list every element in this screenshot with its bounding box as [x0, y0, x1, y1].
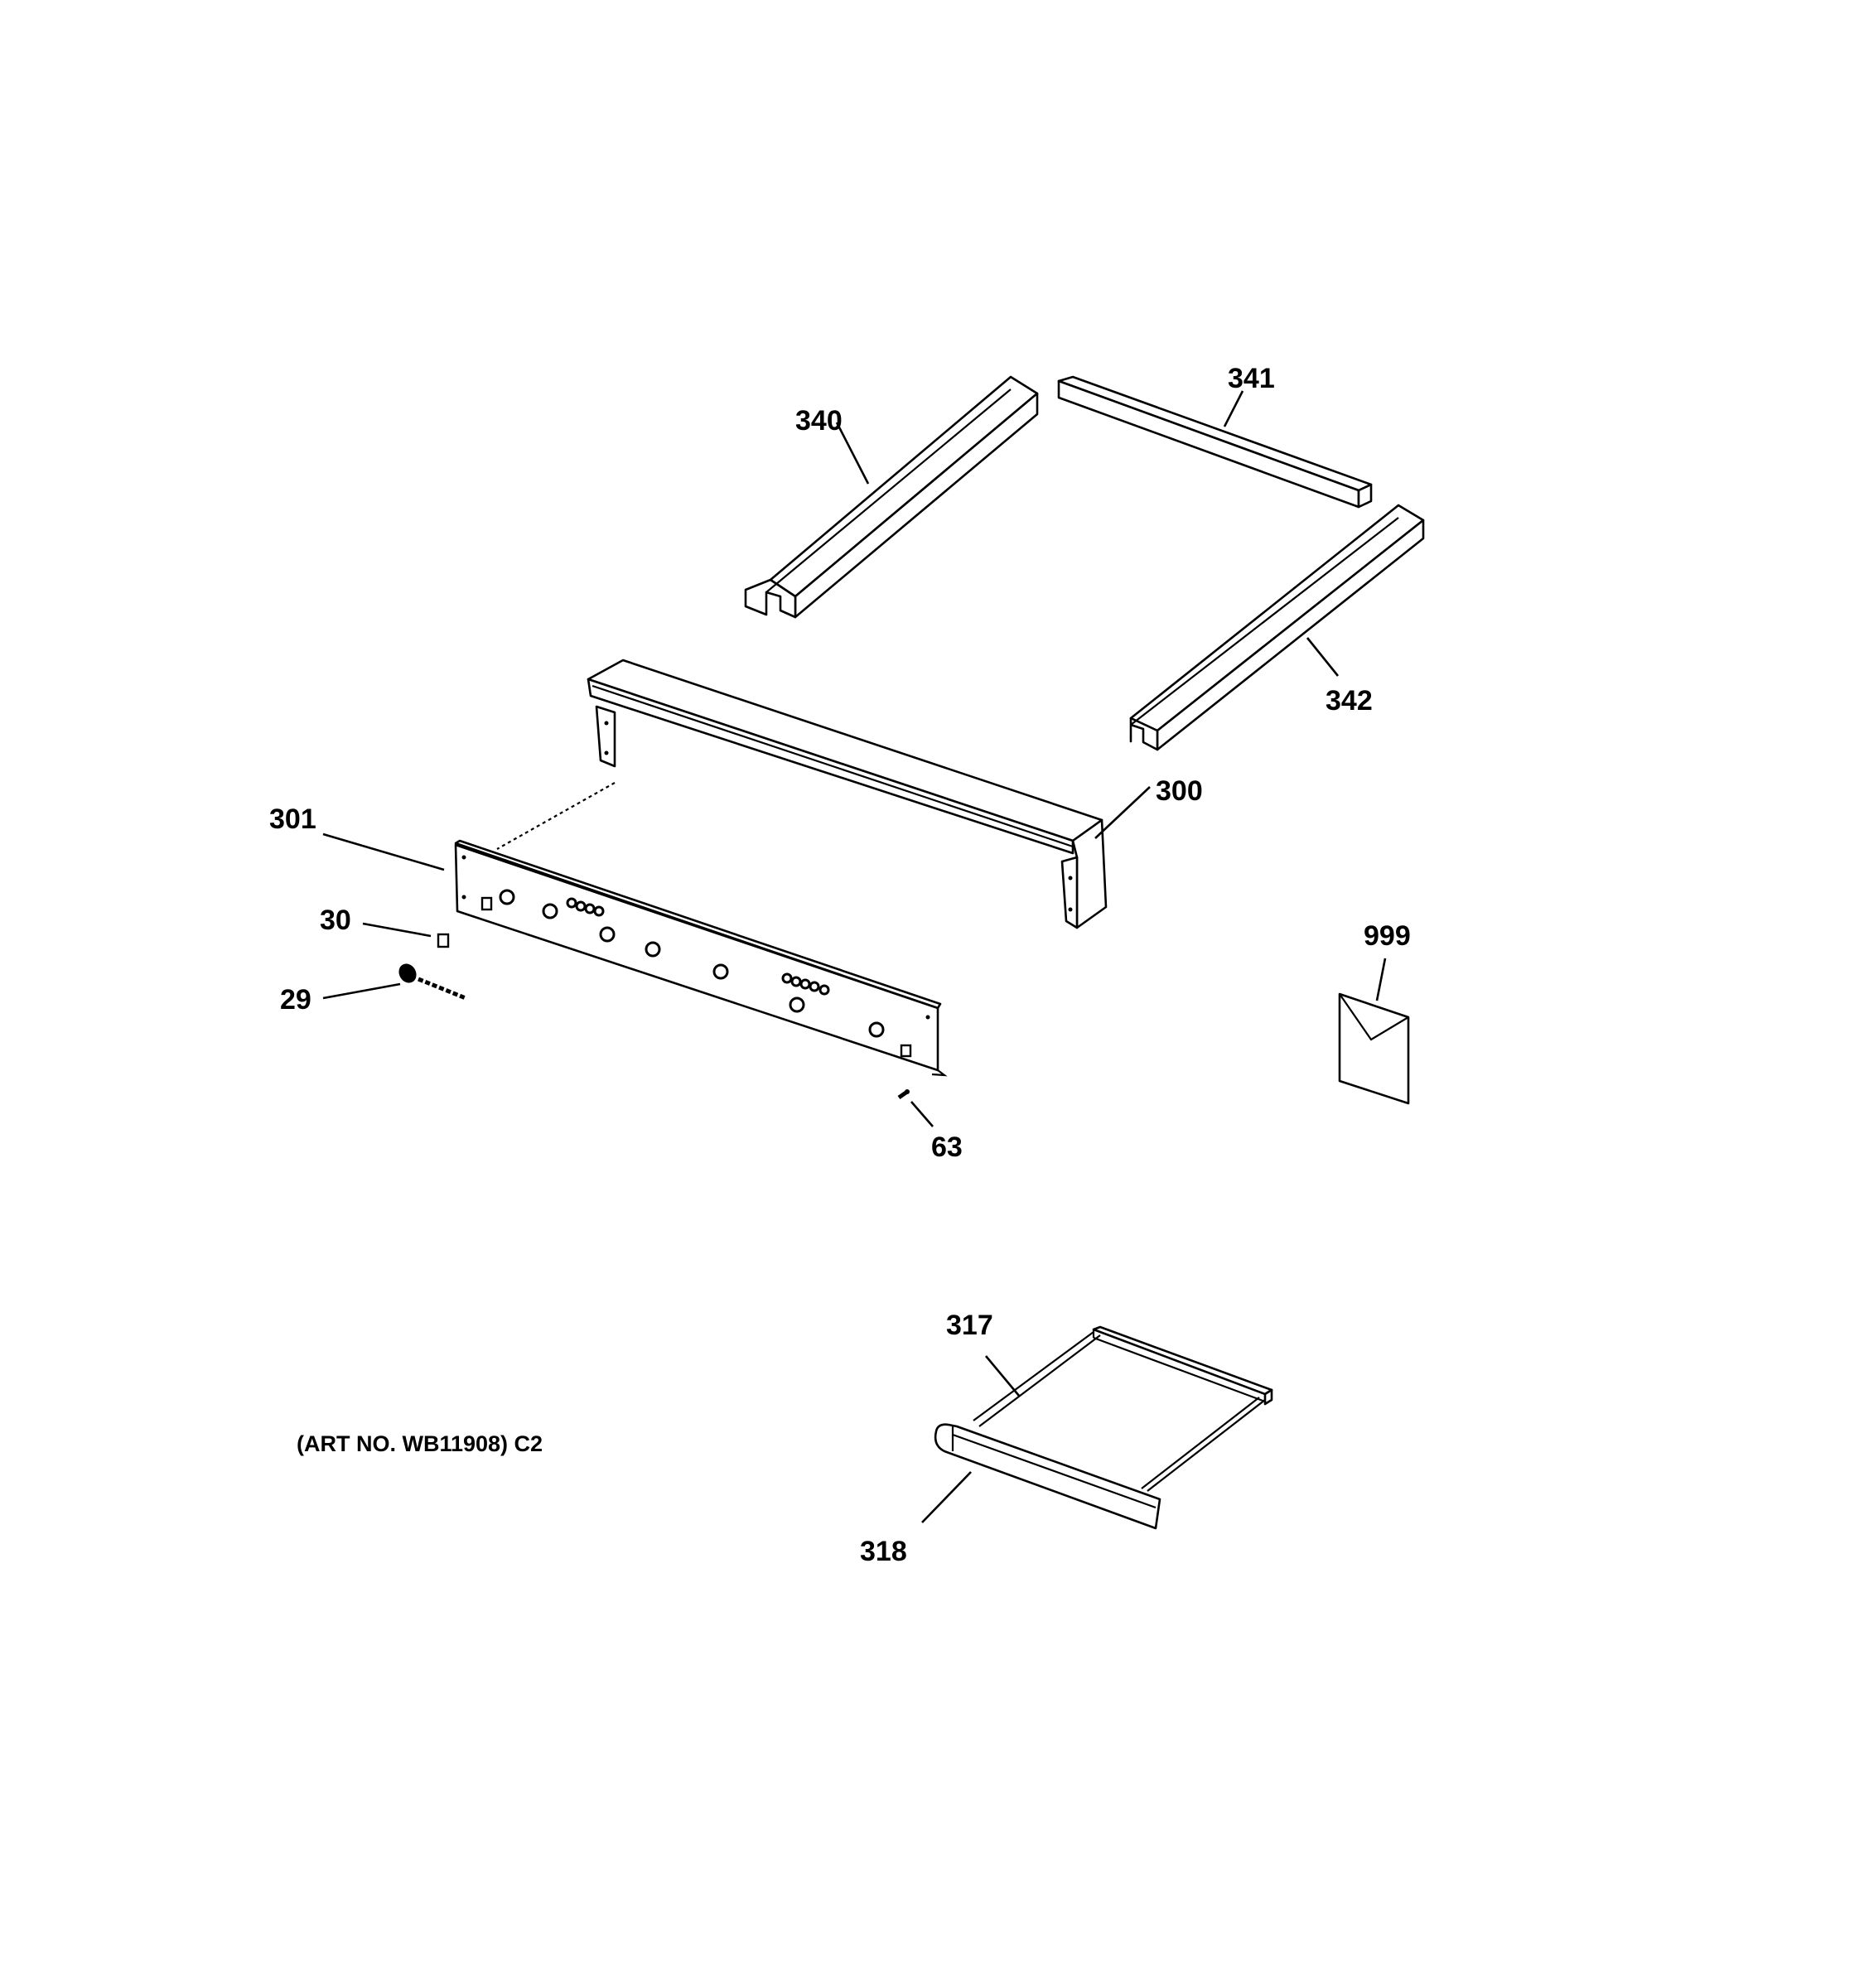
- part-29-knob[interactable]: [395, 961, 466, 1001]
- part-63-screw[interactable]: [897, 1089, 910, 1100]
- label-341: 341: [1228, 363, 1275, 394]
- label-340: 340: [795, 405, 843, 437]
- callout-labels: 340 341 342 300 301 30 29 63 999 317 318: [269, 363, 1411, 1567]
- label-301: 301: [269, 803, 316, 835]
- part-301-control-panel[interactable]: [454, 839, 948, 1077]
- leader-lines: [322, 390, 1387, 1523]
- part-342-side-trim[interactable]: [1129, 504, 1425, 751]
- label-317: 317: [946, 1310, 993, 1341]
- part-317-shelf-frame[interactable]: [973, 1325, 1273, 1492]
- part-341-rear-trim[interactable]: [1057, 375, 1373, 509]
- art-number: (ART NO. WB11908) C2: [297, 1431, 543, 1456]
- part-340-side-trim[interactable]: [744, 375, 1039, 619]
- label-342: 342: [1326, 685, 1373, 717]
- part-300-channel[interactable]: [587, 659, 1108, 929]
- label-300: 300: [1156, 775, 1203, 807]
- part-318-front-trim[interactable]: [934, 1423, 1161, 1530]
- label-999: 999: [1364, 920, 1411, 952]
- label-63: 63: [931, 1132, 963, 1163]
- label-318: 318: [860, 1536, 907, 1567]
- alignment-line: [496, 782, 616, 850]
- part-30-clip[interactable]: [437, 933, 450, 948]
- part-999-envelope[interactable]: [1338, 992, 1410, 1105]
- label-30: 30: [320, 905, 351, 936]
- label-29: 29: [280, 984, 311, 1016]
